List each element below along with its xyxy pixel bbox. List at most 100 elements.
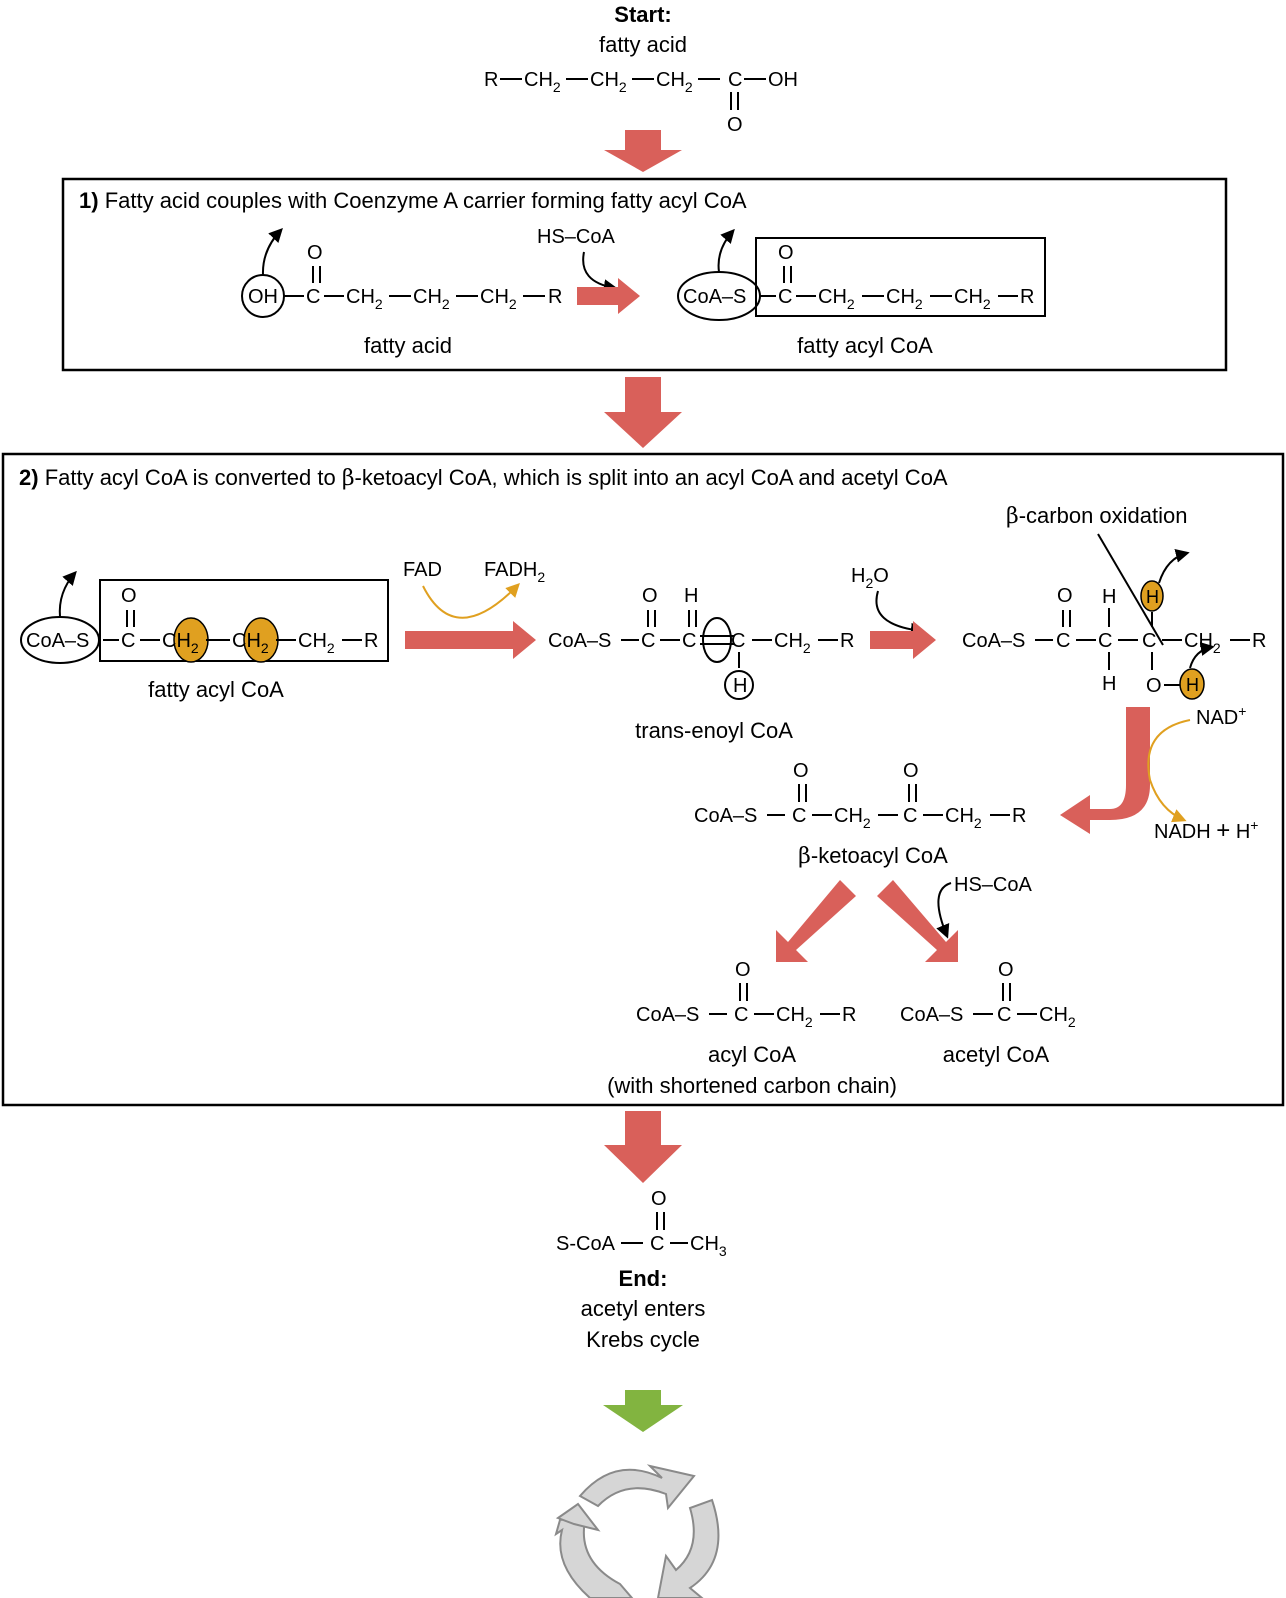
step2-title: 2) Fatty acyl CoA is converted to β-keto… [19,465,948,491]
svg-text:R: R [364,630,378,652]
svg-text:R: R [842,1004,856,1026]
svg-text:C: C [734,1004,748,1026]
step1-fatty-acyl-coa: CoA–S C O CH2 CH2 CH2 R [677,228,1046,321]
svg-text:O: O [307,242,323,264]
ketoacyl-label: β-ketoacyl CoA [798,843,948,869]
svg-text:C: C [641,630,655,652]
svg-text:CH2: CH2 [1039,1004,1076,1030]
svg-text:CH2: CH2 [1184,630,1221,656]
svg-text:R: R [484,69,498,91]
step2-fatty-acyl-coa-label: fatty acyl CoA [148,677,284,702]
svg-text:O: O [651,1188,667,1210]
svg-text:R: R [1020,286,1034,308]
svg-text:C: C [121,630,135,652]
svg-text:C: C [1098,630,1112,652]
svg-text:CH2: CH2 [656,69,693,95]
svg-text:O: O [778,242,794,264]
nad-reaction-arrow [1060,707,1150,834]
svg-text:H: H [1102,586,1116,608]
flow-arrow-1 [604,130,682,172]
svg-text:C: C [306,286,320,308]
acyl-coa-label: acyl CoA [708,1042,796,1067]
end-line1: acetyl enters [581,1296,706,1321]
step2-fatty-acyl-coa: CoA–S C O CH2 CH2 CH2 R [20,570,389,664]
svg-text:O: O [1057,585,1073,607]
svg-text:CoA–S: CoA–S [26,630,89,652]
svg-text:C: C [1142,630,1156,652]
split-arrow-right [877,880,958,962]
svg-text:CH2: CH2 [346,286,383,312]
svg-text:C: C [682,630,696,652]
svg-text:R: R [840,630,854,652]
step1-title: 1) Fatty acid couples with Coenzyme A ca… [79,188,747,213]
acetyl-coa-label: acetyl CoA [943,1042,1050,1067]
svg-text:R: R [548,286,562,308]
svg-text:CH2: CH2 [298,630,335,656]
split-hs-coa: HS–CoA [954,874,1032,896]
svg-text:O: O [903,760,919,782]
h2o-label: H2O [851,565,889,591]
start-label: Start: [614,2,671,27]
step2-box [1,452,1285,1107]
svg-text:C: C [778,286,792,308]
svg-text:OH: OH [768,69,798,91]
svg-text:C: C [650,1233,664,1255]
end-line2: Krebs cycle [586,1327,700,1352]
svg-text:CH2: CH2 [590,69,627,95]
nadh-label: NADH + H+ [1154,817,1258,844]
step1-reaction-arrow [577,278,640,314]
svg-text:CH2: CH2 [232,630,269,656]
fad-label: FAD [403,559,442,581]
svg-text:CH2: CH2 [413,286,450,312]
svg-text:O: O [998,959,1014,981]
svg-text:CH2: CH2 [774,630,811,656]
step1-box [61,177,1228,372]
svg-text:CH2: CH2 [162,630,199,656]
hydroxyacyl-coa: CoA–S C O C H H C H O H CH2 R [962,548,1266,700]
start-fatty-acid-formula: R CH2 CH2 CH2 C OH O [484,69,798,136]
svg-text:CH3: CH3 [690,1233,727,1259]
svg-text:H: H [1102,673,1116,695]
svg-text:CoA–S: CoA–S [548,630,611,652]
acyl-coa-note: (with shortened carbon chain) [607,1073,897,1098]
svg-text:C: C [1056,630,1070,652]
svg-text:R: R [1012,805,1026,827]
svg-text:O: O [121,585,137,607]
step1-right-label: fatty acyl CoA [797,333,933,358]
svg-text:O: O [727,114,743,136]
svg-text:C: C [728,69,742,91]
acyl-coa: CoA–S C O CH2 R [636,959,856,1030]
svg-text:CoA–S: CoA–S [962,630,1025,652]
h2o-reaction-arrow [870,621,936,659]
svg-text:S-CoA: S-CoA [556,1233,616,1255]
svg-text:O: O [1146,675,1162,697]
svg-text:H: H [733,675,747,697]
green-arrow [603,1390,683,1432]
flow-arrow-2 [604,377,682,448]
svg-text:C: C [997,1004,1011,1026]
krebs-cycle-icon [554,1464,720,1598]
svg-text:CH2: CH2 [834,805,871,831]
svg-text:CoA–S: CoA–S [694,805,757,827]
svg-text:CH2: CH2 [945,805,982,831]
svg-text:C: C [792,805,806,827]
svg-text:O: O [735,959,751,981]
step1-fatty-acid: OH C O CH2 CH2 CH2 R [241,227,562,318]
nad-label: NAD+ [1196,703,1246,729]
svg-text:H: H [1146,587,1159,607]
end-label: End: [619,1266,668,1291]
svg-text:R: R [1252,630,1266,652]
trans-enoyl-coa: CoA–S C O C H C H CH2 R [548,585,854,700]
svg-text:O: O [642,585,658,607]
svg-text:CH2: CH2 [954,286,991,312]
svg-text:CH2: CH2 [524,69,561,95]
svg-text:CH2: CH2 [886,286,923,312]
trans-enoyl-label: trans-enoyl CoA [635,718,793,743]
svg-text:H: H [684,585,698,607]
svg-text:CH2: CH2 [480,286,517,312]
beta-oxidation-label: β-carbon oxidation [1006,503,1188,529]
svg-text:H: H [1186,675,1199,695]
svg-text:C: C [903,805,917,827]
fad-reaction-arrow [405,621,536,659]
